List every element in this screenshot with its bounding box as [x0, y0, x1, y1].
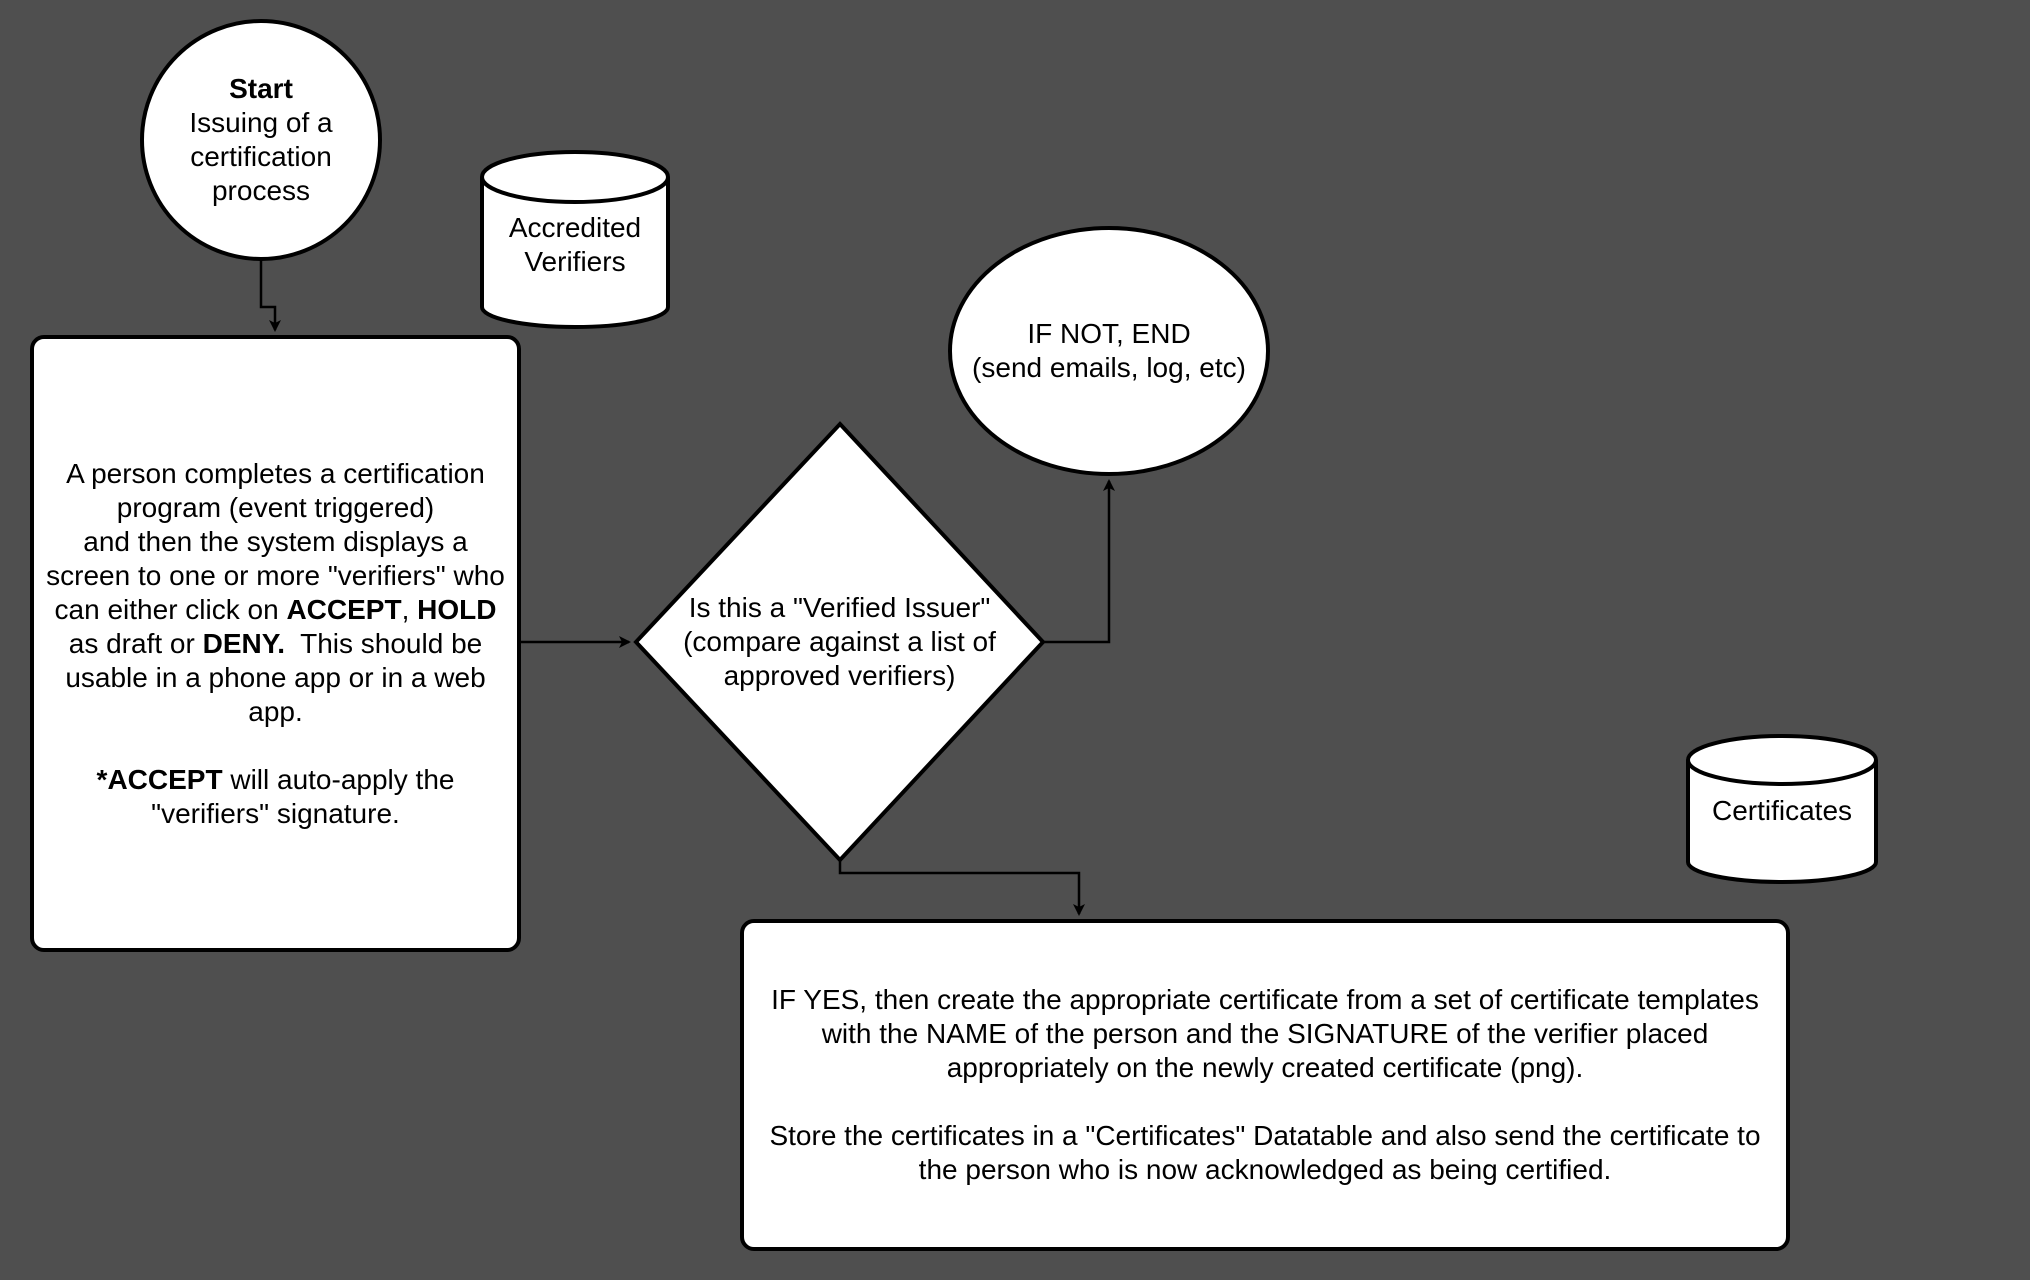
- start-line: certification: [190, 141, 332, 172]
- start-node: Start Issuing of a certification process: [142, 21, 380, 259]
- decision-line: approved verifiers): [723, 660, 956, 691]
- accredited-verifiers-db-shape: [480, 150, 670, 329]
- note-accept-keyword: ACCEPT: [107, 763, 223, 795]
- process-line: usable in a phone app or in a web: [65, 661, 486, 693]
- edge-decision-to-result: [838, 860, 1085, 916]
- process-line: can either click on ACCEPT, HOLD: [55, 593, 497, 627]
- process-line: as draft or DENY. This should be: [69, 627, 482, 661]
- process-text: will auto-apply the: [222, 763, 455, 795]
- edge-start-to-process: [259, 259, 281, 332]
- result-line: with the NAME of the person and the SIGN…: [821, 1018, 1709, 1049]
- end-line: IF NOT, END: [1027, 318, 1191, 349]
- end-node: IF NOT, END (send emails, log, etc): [950, 228, 1268, 474]
- db-label-line: Accredited: [508, 212, 642, 243]
- edge-decision-to-end: [1043, 479, 1115, 644]
- process-text: This should be: [285, 627, 483, 659]
- process-line: program (event triggered): [116, 491, 435, 523]
- result-line: the person who is now acknowledged as be…: [918, 1154, 1612, 1185]
- process-note-line: "verifiers" signature.: [151, 797, 400, 829]
- process-text: ,: [401, 593, 418, 625]
- process-box-shape: [30, 335, 521, 952]
- result-line: Store the certificates in a "Certificate…: [769, 1120, 1761, 1151]
- result-line: IF YES, then create the appropriate cert…: [771, 984, 1759, 1015]
- start-line: Issuing of a: [189, 107, 333, 138]
- start-line: process: [211, 175, 311, 206]
- note-star: *: [96, 763, 108, 795]
- certificates-db-shape: [1686, 734, 1878, 884]
- decision-line: Is this a "Verified Issuer": [688, 592, 991, 623]
- result-box-shape: [740, 919, 1790, 1251]
- accredited-verifiers-db: Accredited Verifiers: [482, 190, 668, 300]
- process-box: A person completes a certification progr…: [32, 337, 519, 950]
- certificates-db: Certificates: [1688, 770, 1876, 852]
- end-line: (send emails, log, etc): [972, 352, 1246, 383]
- hold-keyword: HOLD: [417, 593, 497, 625]
- decision-line: (compare against a list of: [683, 626, 996, 657]
- process-note-line: *ACCEPT will auto-apply the: [97, 763, 455, 797]
- start-title: Start: [229, 73, 293, 104]
- process-line: and then the system displays a: [83, 525, 468, 557]
- db-label-line: Verifiers: [524, 246, 626, 277]
- process-text: as draft or: [68, 627, 203, 659]
- deny-keyword: DENY.: [202, 627, 286, 659]
- decision-node: Is this a "Verified Issuer" (compare aga…: [636, 540, 1043, 744]
- result-box: IF YES, then create the appropriate cert…: [742, 921, 1788, 1249]
- process-line: A person completes a certification: [66, 457, 485, 489]
- process-line: screen to one or more "verifiers" who: [46, 559, 505, 591]
- end-node-shape: [948, 226, 1270, 476]
- process-text: can either click on: [54, 593, 287, 625]
- accept-keyword: ACCEPT: [286, 593, 402, 625]
- process-line: app.: [248, 695, 303, 727]
- result-line: appropriately on the newly created certi…: [946, 1052, 1584, 1083]
- certificates-label: Certificates: [1711, 795, 1853, 826]
